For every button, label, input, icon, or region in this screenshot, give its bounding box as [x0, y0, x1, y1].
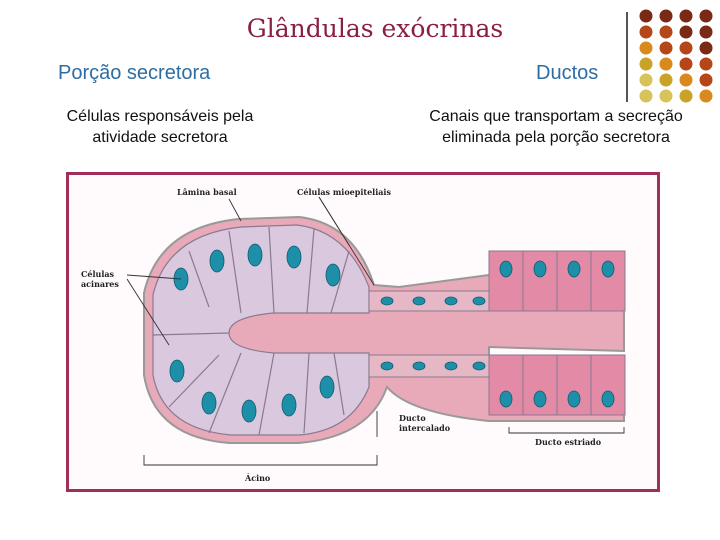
acinus-duct-drawing — [126, 196, 626, 466]
ducts-description: Canais que transportam a secreção elimin… — [396, 106, 716, 148]
gland-illustration: Lâmina basal Células mioepiteliais Célul… — [66, 172, 660, 492]
decorative-dot — [699, 73, 713, 87]
secretory-desc-line-1: Células responsáveis pela — [66, 108, 254, 125]
cell-nuclei — [169, 243, 615, 423]
decorative-dot — [679, 73, 693, 87]
label-acinar-cells-line-1: Células — [81, 269, 115, 279]
label-intercalated-duct-line-1: Ducto — [399, 413, 426, 423]
decorative-dot — [639, 57, 653, 71]
leader-lines — [126, 196, 625, 466]
divider-line — [626, 12, 628, 102]
decorative-dot — [699, 41, 713, 55]
label-myoepithelial-cells: Células mioepiteliais — [297, 187, 391, 197]
decorative-dot — [639, 9, 653, 23]
heading-ducts: Ductos — [536, 62, 599, 84]
decorative-dot — [639, 73, 653, 87]
label-acinar-cells-line-2: acinares — [81, 279, 119, 289]
decorative-dot — [679, 57, 693, 71]
decorative-dot — [659, 57, 673, 71]
label-acinus: Ácino — [245, 473, 271, 483]
heading-secretory-portion: Porção secretora — [58, 62, 211, 84]
label-basal-lamina: Lâmina basal — [177, 187, 237, 197]
cell-borders — [152, 226, 350, 436]
decorative-dot — [639, 25, 653, 39]
decorative-dot — [639, 41, 653, 55]
striated-duct — [488, 250, 626, 416]
page-title: Glândulas exócrinas — [246, 14, 504, 43]
decorative-dots — [639, 9, 713, 103]
label-intercalated-duct: Ducto intercalado — [399, 413, 450, 433]
decorative-dot — [679, 25, 693, 39]
decorative-dot — [679, 41, 693, 55]
secretory-desc-line-2: atividade secretora — [92, 129, 228, 146]
secretory-portion-description: Células responsáveis pela atividade secr… — [30, 106, 290, 148]
decorative-dot — [699, 9, 713, 23]
label-intercalated-duct-line-2: intercalado — [399, 423, 451, 433]
decorative-dot — [659, 73, 673, 87]
ducts-desc-line-1: Canais que transportam a secreção — [429, 108, 683, 125]
decorative-dot — [679, 89, 693, 103]
decorative-dot — [659, 89, 673, 103]
decorative-dot — [659, 25, 673, 39]
decorative-dot — [699, 89, 713, 103]
decorative-dot — [679, 9, 693, 23]
decorative-dot — [699, 25, 713, 39]
decorative-dot — [659, 41, 673, 55]
acinar-cell-ring — [152, 224, 370, 436]
ducts-desc-line-2: eliminada pela porção secretora — [442, 129, 670, 146]
decorative-dot — [639, 89, 653, 103]
label-striated-duct: Ducto estriado — [535, 437, 602, 447]
decorative-dot — [659, 9, 673, 23]
label-acinar-cells: Células acinares — [81, 269, 119, 289]
decorative-dot — [699, 57, 713, 71]
